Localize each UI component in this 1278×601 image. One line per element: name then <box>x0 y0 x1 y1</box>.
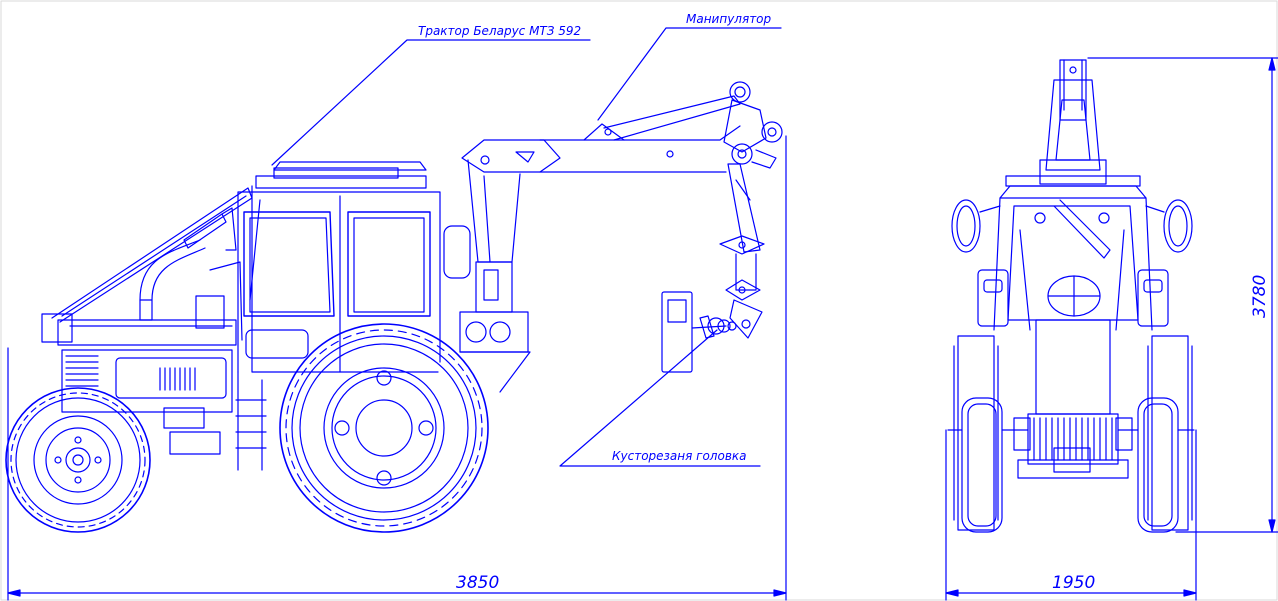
dimension-1950 <box>945 429 1197 601</box>
front-mast <box>1039 59 1107 185</box>
dimension-width-label: 1950 <box>1052 573 1095 593</box>
front-mirrors <box>951 199 1193 253</box>
front-view: 1950 3780 <box>945 57 1278 601</box>
cutter-head <box>661 291 763 373</box>
manipulator-base <box>443 159 531 393</box>
front-headlights <box>977 229 1169 331</box>
rear-wheel <box>279 323 489 533</box>
tractor-cab <box>235 161 441 471</box>
dimension-3850 <box>7 135 787 601</box>
dimension-height-label: 3780 <box>1250 275 1270 318</box>
manipulator-leader <box>597 27 782 121</box>
dimension-3780 <box>1087 57 1278 533</box>
protection-frame <box>51 187 253 323</box>
manipulator-label: Манипулятор <box>686 12 772 26</box>
cutter-head-label: Кусторезаня головка <box>612 449 747 463</box>
dimension-length-label: 3850 <box>456 573 499 593</box>
front-wheel <box>5 387 151 533</box>
tractor-leader <box>271 39 591 166</box>
side-view: Трактор Беларус МТЗ 592 Манипулятор Куст… <box>5 12 787 601</box>
front-view-front-wheels <box>947 397 1195 533</box>
tractor-label: Трактор Беларус МТЗ 592 <box>418 24 581 38</box>
front-view-rear-wheels <box>953 335 1193 531</box>
cutter-head-leader <box>559 329 761 467</box>
front-grille <box>1013 319 1133 479</box>
tractor-hood <box>41 261 243 455</box>
manipulator-boom <box>461 81 783 301</box>
front-cab <box>993 175 1153 331</box>
